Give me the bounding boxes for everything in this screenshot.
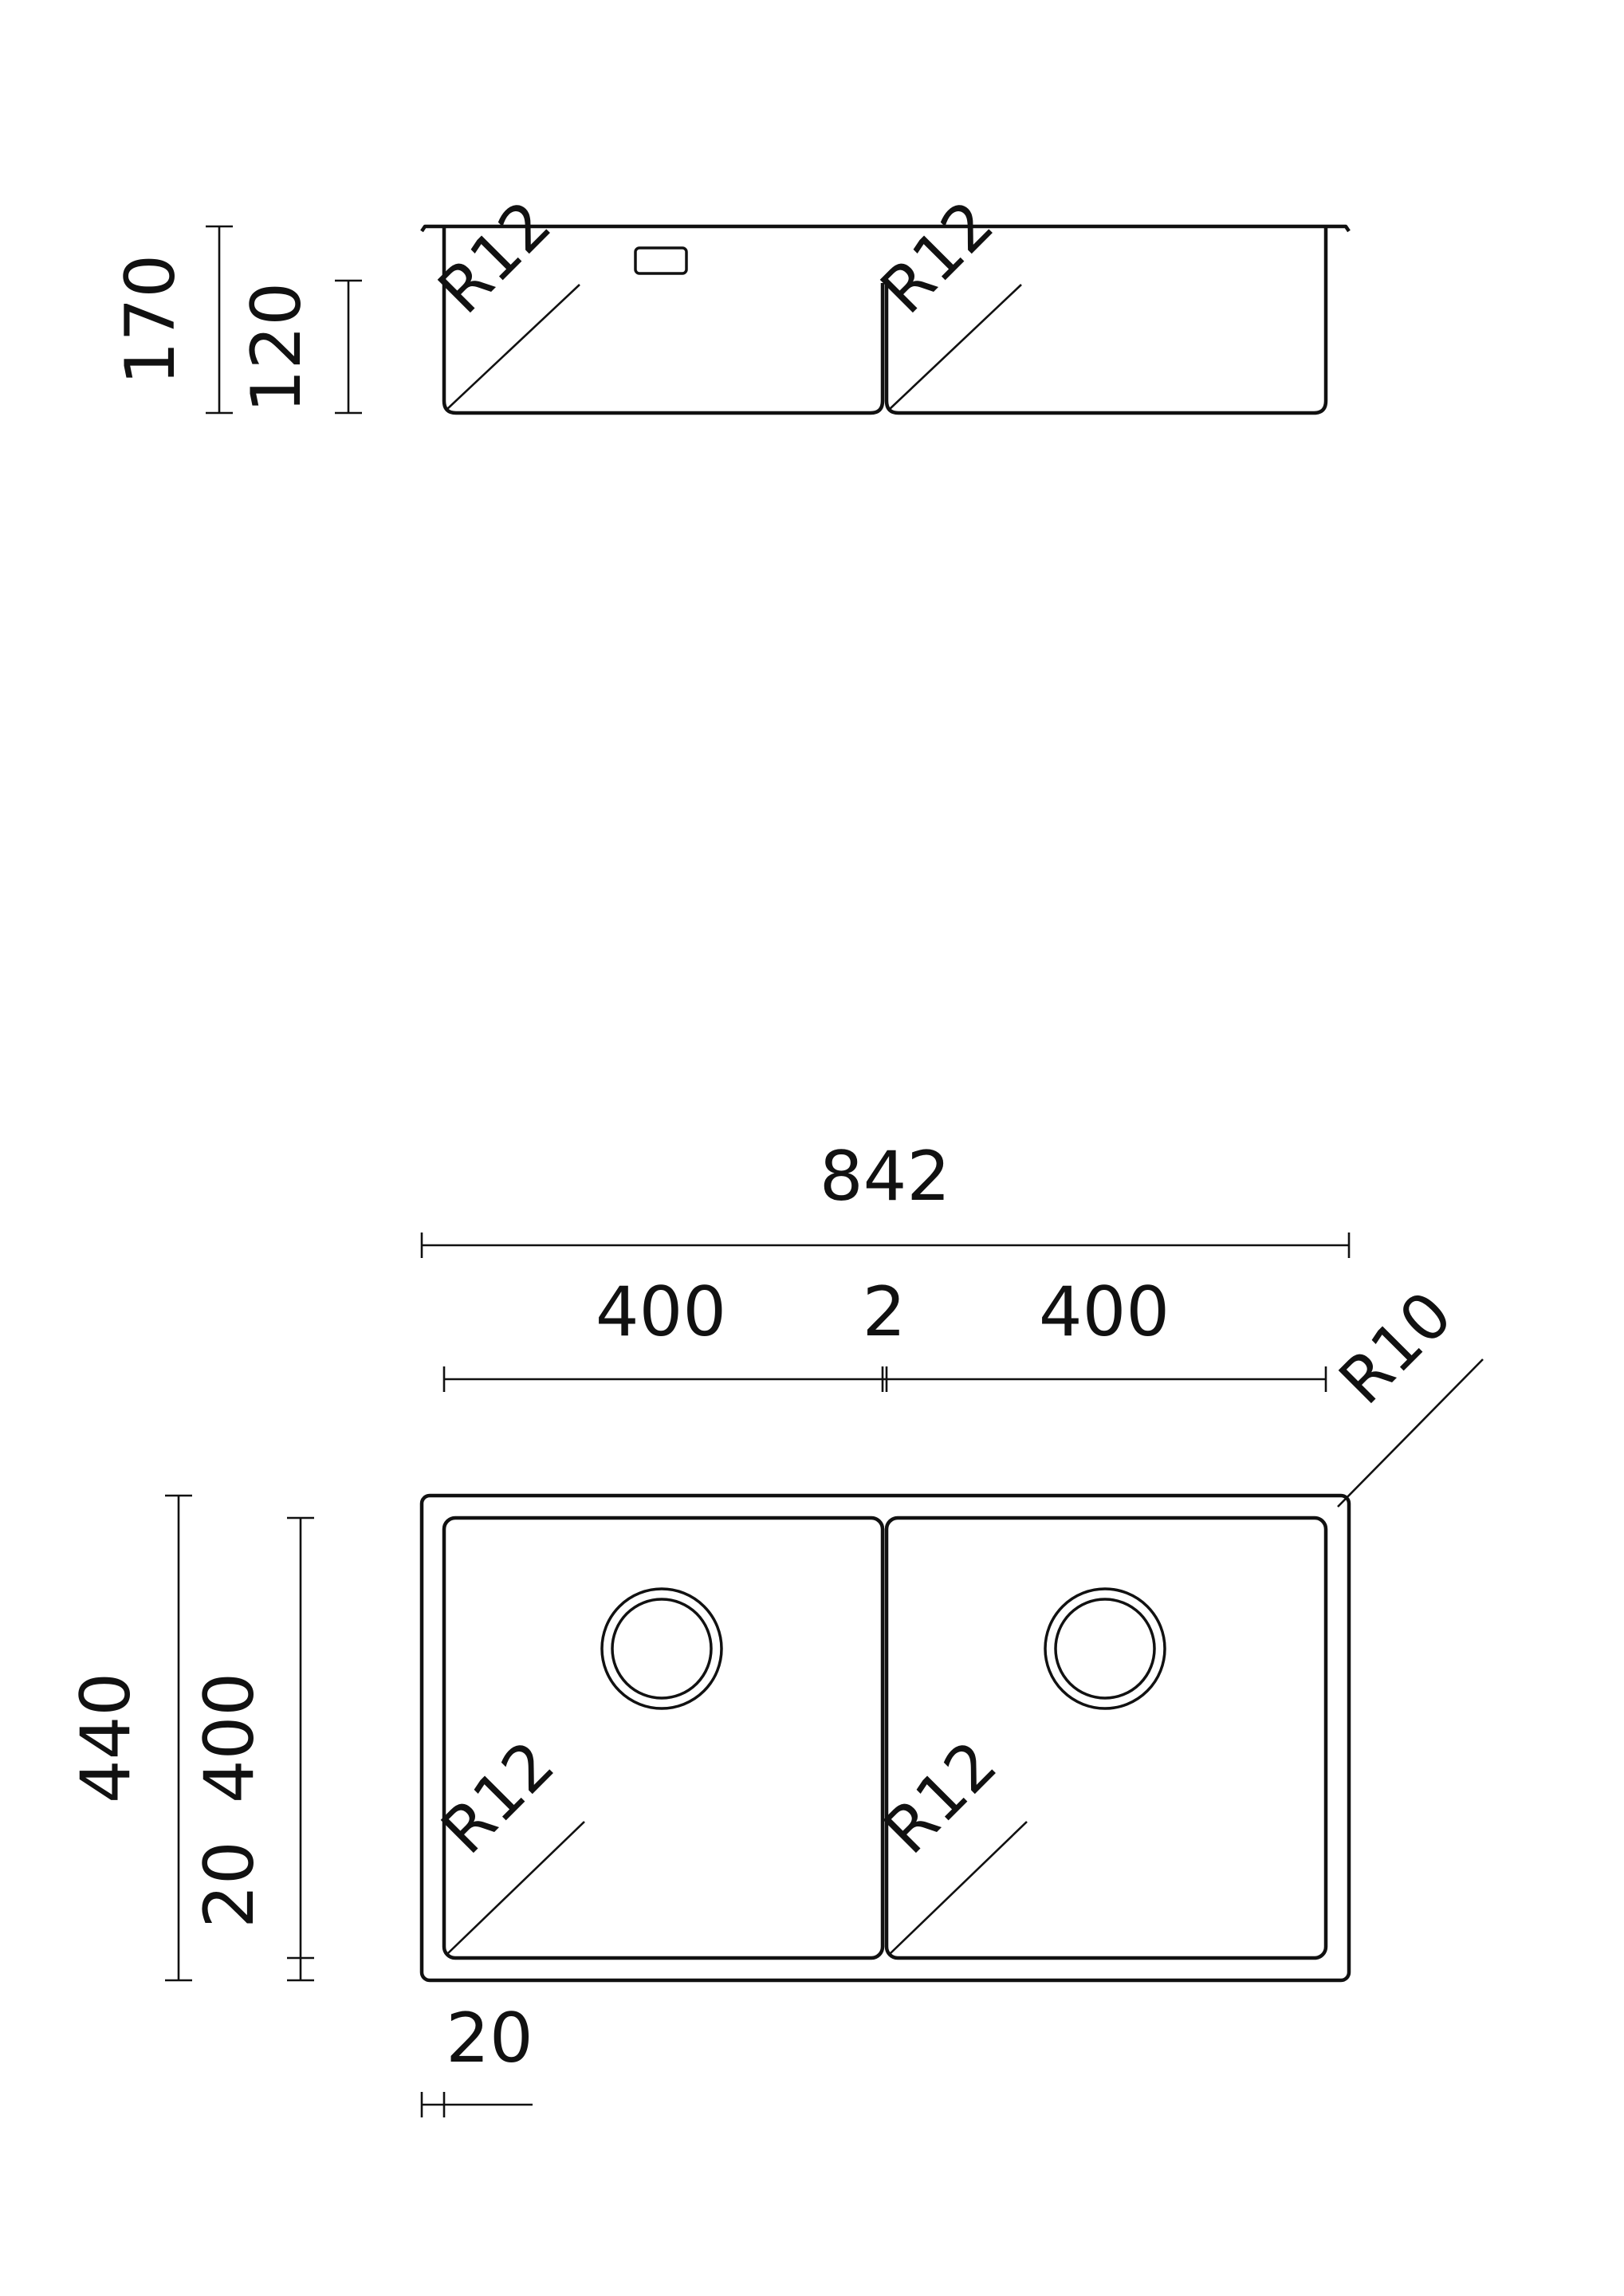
dimension-overall-width: 842 xyxy=(420,1137,1351,1258)
dimension-bowl-depth-top: 400 20 xyxy=(190,1516,314,1982)
dimension-bowl-widths: 400 2 400 xyxy=(442,1272,1327,1392)
top-view: 842 400 2 400 R12 xyxy=(66,1137,1484,2117)
side-view-bowl-left xyxy=(442,226,885,415)
dim-overall-width-label: 842 xyxy=(820,1137,950,1217)
side-view-bowl-right xyxy=(884,226,1328,415)
bowl-right xyxy=(884,1516,1328,1960)
dim-bowl-right-width-label: 400 xyxy=(1039,1272,1170,1352)
outer-radius-leader xyxy=(1337,1358,1484,1508)
dim-bowl-depth-top-label: 400 xyxy=(190,1673,269,1803)
dim-overall-height-label: 170 xyxy=(111,254,191,385)
top-radius-right-leader xyxy=(890,1821,1028,1954)
overflow-slot xyxy=(634,246,688,275)
sink-rim-outline xyxy=(419,1493,1351,1983)
dimension-bowl-depth: 120 xyxy=(237,279,362,415)
dimension-overall-depth: 440 xyxy=(66,1494,192,1982)
drain-left xyxy=(600,1587,723,1710)
side-radius-right-leader xyxy=(889,284,1022,410)
top-radius-right-label: R12 xyxy=(870,1727,1011,1868)
dim-rim-bottom-label: 20 xyxy=(190,1841,269,1928)
top-radius-left-label: R12 xyxy=(427,1727,568,1868)
dim-divider-label: 2 xyxy=(863,1272,906,1352)
side-radius-left-leader xyxy=(446,284,580,410)
dim-overall-depth-label: 440 xyxy=(66,1673,146,1803)
top-radius-left-leader xyxy=(447,1821,585,1954)
side-view-rim xyxy=(420,224,1351,233)
dim-bowl-left-width-label: 400 xyxy=(596,1272,726,1352)
dim-bowl-depth-label: 120 xyxy=(237,282,317,413)
drain-right xyxy=(1044,1587,1166,1710)
dim-rim-left-label: 20 xyxy=(446,1999,533,2078)
side-view: R12 R12 170 120 xyxy=(111,187,1351,415)
dimension-overall-height: 170 xyxy=(111,225,233,415)
bowl-left xyxy=(442,1516,885,1960)
dimension-rim-left: 20 xyxy=(420,1999,533,2117)
